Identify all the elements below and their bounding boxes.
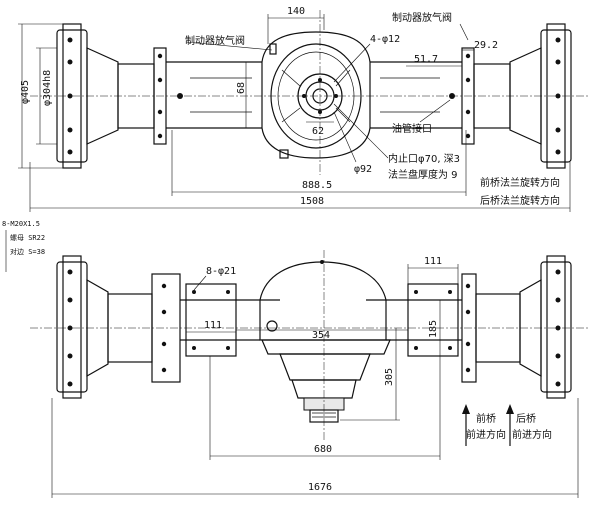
dim-62: 62: [312, 126, 324, 137]
label-rear-forward: 前进方向: [512, 428, 552, 441]
dim-phi304h8: φ304h8: [42, 70, 53, 106]
left-spring-pad: [185, 283, 237, 357]
right-spring-pad: [407, 283, 459, 357]
differential-housing-top: [261, 31, 371, 159]
bottom-view-dimensions: 8-M20X1.5 螺母 SR22 对边 S=38 8-φ21 111 111 …: [2, 220, 579, 498]
dim-140: 140: [287, 6, 305, 17]
label-oil-pipe: 油管接口: [392, 122, 432, 135]
bottom-view-axle: [30, 250, 590, 440]
label-brake-valve-right: 制动器放气阀: [392, 11, 452, 24]
dim-1508: 1508: [300, 196, 324, 207]
dim-185: 185: [428, 320, 439, 338]
top-view-dimensions: 140 制动器放气阀 制动器放气阀 4-φ12 29.2 51.7 68 油管接…: [18, 6, 571, 212]
dim-1676: 1676: [308, 482, 332, 493]
label-across-flats: 对边 S=38: [10, 247, 45, 256]
dim-phi92: φ92: [354, 164, 372, 175]
forward-direction-rear: 后桥 前进方向: [506, 404, 552, 446]
dim-phi405: φ405: [20, 80, 31, 104]
label-8-phi21: 8-φ21: [206, 266, 236, 277]
dim-51-7: 51.7: [414, 54, 438, 65]
label-4-phi12: 4-φ12: [370, 34, 400, 45]
dim-111-right: 111: [424, 256, 442, 267]
label-inner-stop: 内止口φ70, 深3: [388, 152, 460, 165]
left-hub-bottom: [56, 255, 181, 399]
label-thread-spec: 8-M20X1.5: [2, 220, 40, 228]
dim-680: 680: [314, 444, 332, 455]
right-hub-bottom: [461, 255, 572, 399]
label-brake-valve-left: 制动器放气阀: [185, 34, 245, 47]
label-rear-axle: 后桥: [516, 413, 536, 425]
dim-111-left: 111: [204, 320, 222, 331]
label-flange-thickness: 法兰盘厚度为 9: [388, 168, 458, 181]
top-view-axle: [30, 10, 590, 175]
differential-housing-bottom: [259, 261, 387, 341]
dim-305: 305: [384, 368, 395, 386]
label-front-flange-rotation: 前桥法兰旋转方向: [480, 176, 560, 189]
forward-direction-front: 前桥 前进方向: [462, 404, 506, 446]
label-rear-flange-rotation: 后桥法兰旋转方向: [480, 194, 560, 207]
label-front-forward: 前进方向: [466, 428, 506, 441]
dim-354: 354: [312, 330, 330, 341]
dim-68: 68: [236, 82, 247, 94]
dim-888-5: 888.5: [302, 180, 332, 191]
dim-29-2: 29.2: [474, 40, 498, 51]
label-nut-spec: 螺母 SR22: [10, 233, 45, 242]
label-front-axle: 前桥: [476, 412, 496, 425]
